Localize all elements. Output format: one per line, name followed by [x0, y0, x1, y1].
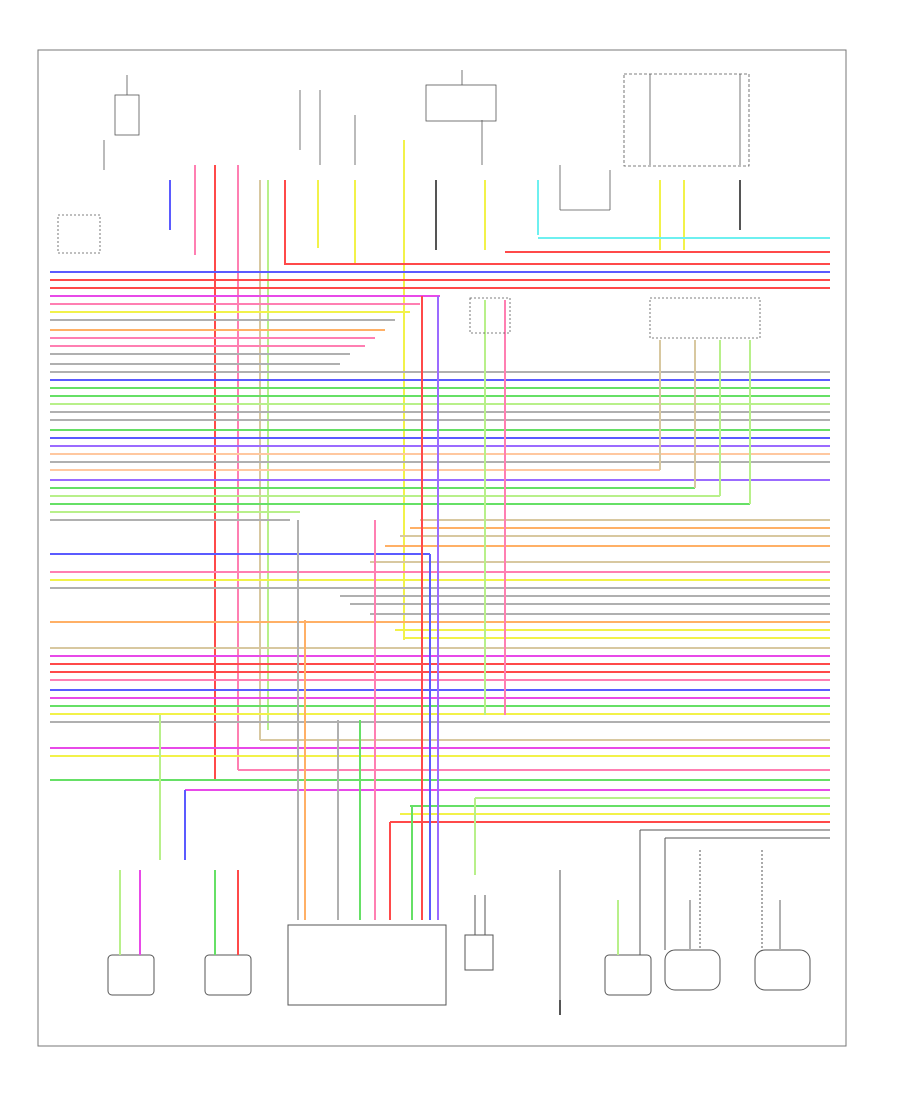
main-relay	[425, 84, 497, 122]
fuse-block-left	[114, 94, 140, 136]
left-sensor-1-body	[107, 954, 155, 996]
knock-sensor-1-body	[664, 949, 721, 991]
diagram-border	[37, 49, 847, 1047]
inertia-switch	[57, 214, 101, 254]
right-sensor-body	[604, 954, 652, 996]
fuel-pump-relay	[623, 73, 750, 167]
left-sensor-2-body	[204, 954, 252, 996]
bottom-sensor-wires	[119, 870, 781, 955]
oxygen-sensor-connector	[649, 297, 761, 339]
injector-connector	[469, 297, 511, 334]
bottom-components	[107, 924, 811, 1015]
mid-connectors	[469, 297, 761, 339]
ecm-module-body	[287, 924, 447, 1006]
throttle-position-sensor-body	[464, 934, 494, 971]
top-vertical-wires	[169, 140, 741, 780]
lower-vertical-wires	[159, 296, 763, 1010]
top-fuse-section	[57, 70, 750, 254]
knock-sensor-2-body	[754, 949, 811, 991]
horizontal-bus-wires	[50, 237, 830, 839]
